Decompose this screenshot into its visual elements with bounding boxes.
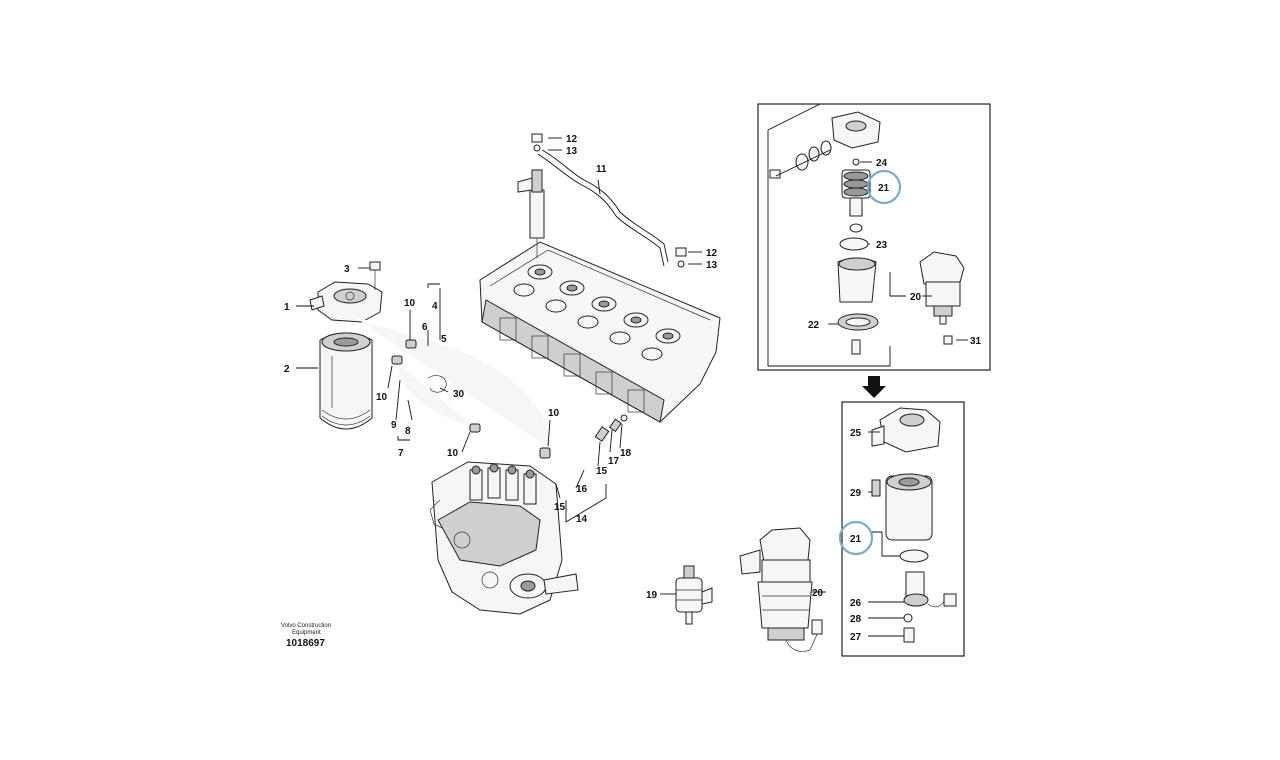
callout-labels: 1 2 3 10 4 6 5 10 30 9 8 7 10 12 13 11 1… (284, 134, 982, 643)
callout-26: 26 (850, 598, 862, 609)
callout-19: 19 (646, 590, 658, 601)
callout-24: 24 (876, 158, 888, 169)
callout-20a: 20 (910, 292, 922, 303)
callout-31: 31 (970, 336, 982, 347)
callout-27: 27 (850, 632, 862, 643)
drawing-number: 1018697 (286, 638, 325, 649)
callout-21b: 21 (850, 534, 862, 545)
callout-3: 3 (344, 264, 350, 275)
callout-15b: 15 (554, 502, 566, 513)
callout-14: 14 (576, 514, 588, 525)
callout-10b: 10 (376, 392, 388, 403)
callout-28: 28 (850, 614, 862, 625)
callout-10c: 10 (447, 448, 459, 459)
callout-8: 8 (405, 426, 411, 437)
callout-1: 1 (284, 302, 290, 313)
callout-9: 9 (391, 420, 397, 431)
watermark-company-line2: Equipment (292, 630, 321, 636)
callout-20b: 20 (812, 588, 824, 599)
callout-12b: 12 (706, 248, 718, 259)
arrow-down-icon (862, 376, 886, 398)
callout-2: 2 (284, 364, 290, 375)
callout-18: 18 (620, 448, 632, 459)
callout-12a: 12 (566, 134, 578, 145)
fuel-hoses (355, 317, 628, 479)
callout-6: 6 (422, 322, 428, 333)
callout-25: 25 (850, 428, 862, 439)
injector-and-leakoff-pipe (517, 133, 687, 268)
callout-29: 29 (850, 488, 862, 499)
exploded-view-lower (838, 401, 965, 657)
electric-fuel-pump (675, 565, 713, 625)
callout-16: 16 (576, 484, 588, 495)
callout-30: 30 (453, 389, 465, 400)
callout-22: 22 (808, 320, 820, 331)
watermark-company-line1: Volvo Construction (281, 623, 331, 629)
water-separator-assembly (739, 527, 823, 652)
injection-pump (429, 461, 579, 615)
callout-5: 5 (441, 334, 447, 345)
watermark: Volvo Construction Equipment 1018697 (281, 623, 331, 649)
callout-13a: 13 (566, 146, 578, 157)
callout-11: 11 (596, 164, 607, 175)
cylinder-head (479, 241, 721, 423)
callout-21a: 21 (878, 183, 890, 194)
callout-13b: 13 (706, 260, 718, 271)
leader-lines (296, 137, 968, 637)
callout-4: 4 (432, 301, 438, 312)
exploded-view-upper (757, 103, 991, 371)
callout-10d: 10 (548, 408, 560, 419)
callout-23: 23 (876, 240, 888, 251)
callout-7: 7 (398, 448, 404, 459)
callout-10a: 10 (404, 298, 416, 309)
fuel-filter-assembly-left (309, 261, 383, 430)
callout-15a: 15 (596, 466, 608, 477)
callout-17: 17 (608, 456, 620, 467)
